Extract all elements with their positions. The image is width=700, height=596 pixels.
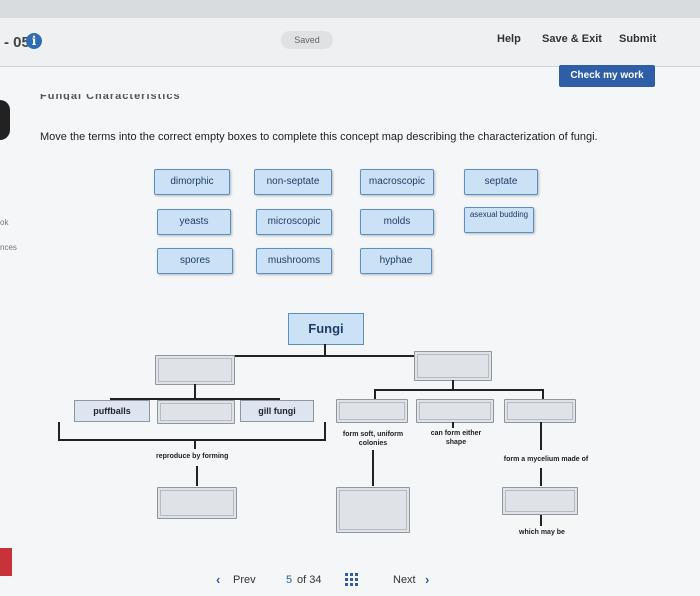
saved-status: Saved: [281, 31, 333, 49]
label-reproduce: reproduce by forming: [156, 453, 229, 460]
term-microscopic[interactable]: microscopic: [256, 209, 332, 235]
connector-line: [540, 422, 542, 450]
connector-line: [372, 450, 374, 486]
connector-line: [196, 466, 198, 486]
connector-line: [324, 344, 326, 356]
term-hyphae[interactable]: hyphae: [360, 248, 432, 274]
drop-box[interactable]: [502, 487, 578, 515]
app-window: - 05 i Saved Help Save & Exit Submit Che…: [0, 18, 700, 596]
term-molds[interactable]: molds: [360, 209, 434, 235]
info-icon[interactable]: i: [26, 33, 42, 49]
connector-line: [324, 422, 326, 440]
chevron-right-icon[interactable]: ›: [425, 572, 430, 587]
drop-box[interactable]: [157, 487, 237, 519]
term-asexual-budding[interactable]: asexual budding: [464, 207, 534, 233]
prev-button[interactable]: Prev: [233, 574, 256, 586]
red-side-tab[interactable]: [0, 548, 12, 576]
connector-line: [540, 514, 542, 526]
top-bar: - 05 i Saved Help Save & Exit Submit: [0, 18, 700, 67]
next-button[interactable]: Next: [393, 574, 416, 586]
drop-box[interactable]: [157, 400, 235, 424]
grid-icon[interactable]: [345, 573, 358, 586]
section-title: Fungal Characteristics: [40, 94, 181, 100]
term-mushrooms[interactable]: mushrooms: [256, 248, 332, 274]
term-septate[interactable]: septate: [464, 169, 538, 195]
drop-box[interactable]: [336, 487, 410, 533]
label-can-form: can form either shape: [430, 430, 482, 446]
connector-line: [194, 441, 196, 449]
placed-term-puffballs[interactable]: puffballs: [74, 400, 150, 422]
bottom-nav: ‹ Prev 5 of 34 Next ›: [0, 560, 700, 596]
chevron-left-icon[interactable]: ‹: [216, 572, 221, 587]
placed-term-gill-fungi[interactable]: gill fungi: [240, 400, 314, 422]
check-my-work-button[interactable]: Check my work: [559, 65, 655, 87]
connector-line: [452, 380, 454, 390]
side-panel-tab[interactable]: [0, 100, 10, 140]
connector-line: [194, 384, 196, 398]
page-current: 5: [286, 574, 293, 586]
connector-line: [452, 422, 454, 428]
connector-line: [58, 439, 326, 441]
label-form-mycelium: form a mycelium made of: [503, 456, 589, 463]
term-dimorphic[interactable]: dimorphic: [154, 169, 230, 195]
drop-box[interactable]: [416, 399, 494, 423]
question-number: - 05: [4, 34, 30, 51]
submit-link[interactable]: Submit: [619, 33, 657, 45]
term-non-septate[interactable]: non-septate: [254, 169, 332, 195]
concept-root-fungi: Fungi: [288, 313, 364, 345]
instructions: Move the terms into the correct empty bo…: [40, 131, 598, 143]
label-form-soft: form soft, uniform colonies: [342, 431, 404, 447]
help-link[interactable]: Help: [497, 33, 521, 45]
side-fragment: ok: [0, 218, 9, 227]
connector-line: [540, 468, 542, 486]
save-exit-link[interactable]: Save & Exit: [542, 33, 602, 45]
term-spores[interactable]: spores: [157, 248, 233, 274]
connector-line: [374, 389, 376, 399]
term-macroscopic[interactable]: macroscopic: [360, 169, 434, 195]
drop-box[interactable]: [504, 399, 576, 423]
label-which-may-be: which may be: [519, 529, 565, 536]
connector-line: [110, 398, 280, 400]
connector-line: [194, 355, 454, 357]
side-fragment: nces: [0, 243, 17, 252]
drop-box[interactable]: [155, 355, 235, 385]
drop-box[interactable]: [336, 399, 408, 423]
connector-line: [58, 422, 60, 440]
connector-line: [542, 389, 544, 399]
page-total: of 34: [297, 574, 322, 586]
connector-line: [374, 389, 544, 391]
drop-box[interactable]: [414, 351, 492, 381]
term-yeasts[interactable]: yeasts: [157, 209, 231, 235]
